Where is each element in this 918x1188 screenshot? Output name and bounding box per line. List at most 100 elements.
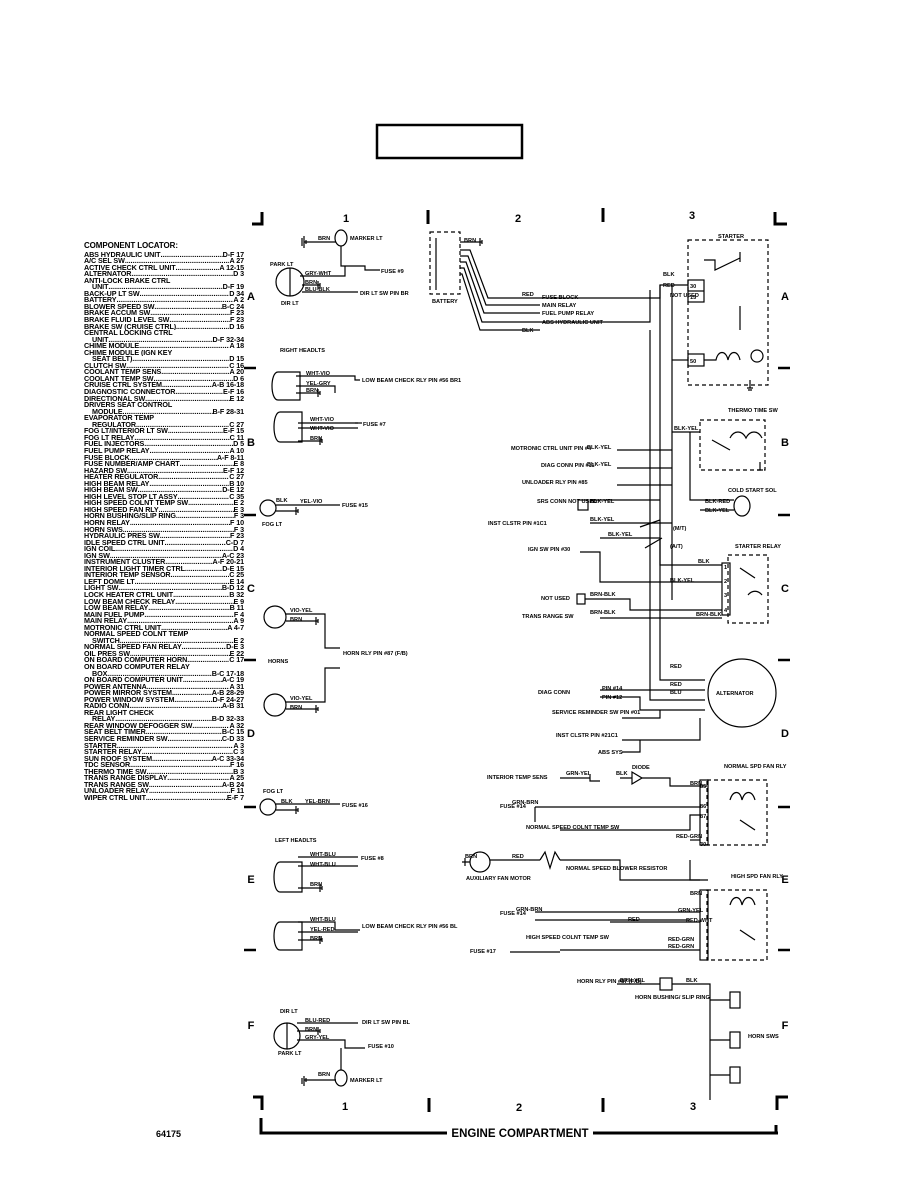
fuse-block-label: FUSE BLOCK <box>542 295 578 301</box>
locator-item-name: REGULATOR <box>92 421 136 429</box>
component-locator: COMPONENT LOCATOR: ABS HYDRAULIC UNITD-F… <box>84 242 244 802</box>
starter-label: STARTER <box>718 234 744 240</box>
diode-label: DIODE <box>632 765 650 771</box>
locator-item-name: UNLOADER RELAY <box>84 788 150 795</box>
locator-item: LIGHT SWB-D 12 <box>84 585 244 592</box>
wire-grn-yel: GRN-YEL <box>566 771 592 777</box>
locator-item-ref: C-D 7 <box>225 539 244 547</box>
dir-lt-label: DIR LT <box>281 301 299 307</box>
not-used-label: NOT USED <box>670 293 699 299</box>
wire-blk-4: BLK <box>663 272 675 278</box>
locator-item: SERVICE REMINDER SWC-D 33 <box>84 736 244 743</box>
pin-1: 1 <box>724 565 727 571</box>
locator-item: FUEL INJECTORSD 5 <box>84 441 244 448</box>
wire-red-3: RED <box>670 664 682 670</box>
locator-item-name: HIGH BEAM RELAY <box>84 480 150 488</box>
starter-relay-label: STARTER RELAY <box>735 544 781 550</box>
locator-item-ref: D 5 <box>233 441 244 448</box>
high-spd-fan-label: HIGH SPD FAN RLY <box>731 874 783 880</box>
locator-item: UNITD-F 19 <box>84 284 244 291</box>
fog-lt-label: FOG LT <box>262 522 283 528</box>
locator-item: MOTRONIC CTRL UNITA 4-7 <box>84 625 244 632</box>
wire-red-grn-3: RED-GRN <box>668 944 694 950</box>
blower-resistor-label: NORMAL SPEED BLOWER RESISTOR <box>566 866 667 872</box>
locator-item-name: SEAT BELT TIMER <box>84 729 146 737</box>
locator-item-ref: F 3 <box>233 526 244 534</box>
locator-item: INTERIOR TEMP SENSORC 25 <box>84 572 244 579</box>
wire-brn-8: BRN <box>310 936 322 942</box>
locator-item-ref: A-C 19 <box>221 677 244 684</box>
row-labels: A A B B C C D D E E F F <box>247 291 789 1032</box>
locator-item-ref: B 11 <box>229 605 244 612</box>
wire-brn-12: BRN <box>690 781 702 787</box>
locator-item-name: LIGHT SW <box>84 585 119 592</box>
col1-wiring <box>259 229 380 1087</box>
alternator-label: ALTERNATOR <box>716 691 754 697</box>
column-labels: 1 2 3 1 2 3 <box>342 210 696 1114</box>
locator-item-name: ON BOARD COMPUTER UNIT <box>84 677 183 684</box>
row-label-b-left: B <box>247 437 255 449</box>
locator-item-ref: A-B 31 <box>221 703 244 710</box>
locator-item: BLOWER SPEED SWB-C 24 <box>84 304 244 311</box>
locator-item-name: HYDRAULIC PRES SW <box>84 533 160 540</box>
locator-item-name: TDC SENSOR <box>84 762 131 769</box>
locator-item-ref: A-B 24 <box>221 781 244 789</box>
fuse10-label: FUSE #10 <box>368 1044 394 1050</box>
locator-item-name: REAR LIGHT CHECK <box>84 709 154 717</box>
wire-brn-14: BRN <box>690 891 702 897</box>
row-ticks <box>244 366 790 952</box>
locator-item: IDLE SPEED CTRL UNITC-D 7 <box>84 540 244 547</box>
wire-gry-yel: GRY-YEL <box>305 1035 330 1041</box>
wire-red-4: RED <box>670 682 682 688</box>
locator-item: ANTI-LOCK BRAKE CTRL <box>84 278 244 285</box>
locator-item-ref: D 34 <box>229 290 244 298</box>
locator-item-name: RADIO CONN <box>84 703 130 710</box>
srs-conn-label: SRS CONN NOT USED <box>537 499 597 505</box>
locator-item-name: BACK-UP LT SW <box>84 290 140 298</box>
wire-wht-blu-2: WHT-BLU <box>310 862 336 868</box>
locator-item: NORMAL SPEED COLNT TEMP <box>84 631 244 638</box>
wire-red-6: RED <box>628 917 640 923</box>
low-beam-check-bl: LOW BEAM CHECK RLY PIN #56 BL <box>362 924 458 930</box>
locator-item-ref: F 16 <box>230 762 244 769</box>
row-label-f-right: F <box>782 1020 789 1032</box>
col-label-3-top: 3 <box>689 210 695 222</box>
wire-blk-yel-8: BLK-YEL <box>670 578 695 584</box>
normal-speed-colnt-label: NORMAL SPEED COLNT TEMP SW <box>526 825 620 831</box>
wire-brn-13: BRN <box>465 854 477 860</box>
horn-bushing-label: HORN BUSHING/ SLIP RING <box>635 995 710 1001</box>
locator-item-name: MAIN RELAY <box>84 618 128 625</box>
locator-item-name: HIGH SPEED COLNT TEMP SW <box>84 500 189 507</box>
locator-item-name: BLOWER SPEED SW <box>84 303 155 311</box>
row-label-a-right: A <box>781 291 789 303</box>
locator-list: ABS HYDRAULIC UNITD-F 17A/C SEL SWA 27AC… <box>84 252 244 802</box>
normal-spd-fan-label: NORMAL SPD FAN RLY <box>724 764 787 770</box>
locator-item: BOXB-C 17-18 <box>84 671 244 678</box>
footer-title: ENGINE COMPARTMENT <box>451 1128 588 1140</box>
locator-item: FOG LT/INTERIOR LT SWE-F 15 <box>84 428 244 435</box>
locator-item-ref: E 9 <box>233 598 245 606</box>
row-label-c-left: C <box>247 583 255 595</box>
locator-item-name: CENTRAL LOCKING CTRL <box>84 330 173 337</box>
locator-item-ref: A-C 23 <box>221 552 244 560</box>
column-ticks <box>426 208 605 1112</box>
park-lt-label-2: PARK LT <box>278 1051 302 1057</box>
locator-item-ref: A 3 <box>233 742 244 750</box>
low-beam-check-br1: LOW BEAM CHECK RLY PIN #56 BR1 <box>362 378 461 384</box>
fuse14-label: FUSE #14 <box>500 804 527 810</box>
locator-item-name: STARTER <box>84 742 117 750</box>
locator-item: INTERIOR LIGHT TIMER CTRLD-E 15 <box>84 566 244 573</box>
wire-wht-vio-3: WHT-VIO <box>310 426 335 432</box>
service-reminder-label: SERVICE REMINDER SW PIN #01 <box>552 710 640 716</box>
locator-item-ref: B-C 15 <box>221 729 244 737</box>
locator-item-ref: D-F 24-27 <box>212 696 244 704</box>
wire-blk-yel-7: BLK-YEL <box>608 532 633 538</box>
locator-item-ref: D-F 32-34 <box>212 336 244 344</box>
row-label-c-right: C <box>781 583 789 595</box>
marker-lt-label: MARKER LT <box>350 236 383 242</box>
locator-item-name: POWER MIRROR SYSTEM <box>84 690 172 697</box>
row-label-b-right: B <box>781 437 789 449</box>
